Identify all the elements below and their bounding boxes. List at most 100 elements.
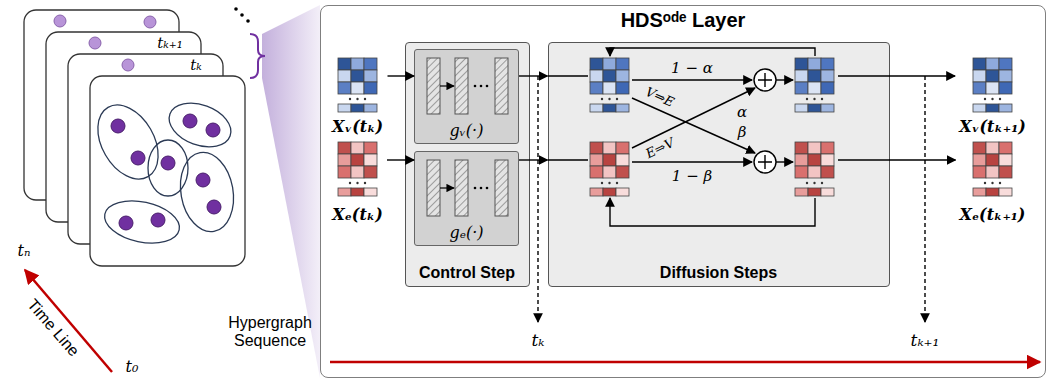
feature-matrix (338, 58, 377, 112)
vertex-dot (161, 156, 175, 170)
vector-cell (973, 104, 986, 112)
vector-cell (808, 104, 821, 112)
time-label: tₖ (188, 56, 204, 74)
matrix-cell (808, 166, 821, 178)
art-shape (24, 10, 245, 266)
node-label: gₑ(·) (449, 223, 483, 242)
art-shape (758, 73, 772, 87)
art-shape (754, 69, 776, 173)
art-shape (776, 79, 793, 80)
layer-bar (427, 160, 440, 216)
art-shape (234, 7, 238, 11)
matrix-cell (795, 154, 808, 166)
node-label: Xₑ(tₖ) (332, 205, 382, 224)
matrix-cell (821, 82, 834, 94)
matrix-cell (973, 166, 986, 178)
art-shape (754, 151, 776, 173)
matrix-cell (821, 70, 834, 82)
group-caption: Hypergraph Sequence (224, 314, 316, 350)
art-shape (250, 34, 265, 78)
matrix-cell (999, 154, 1012, 166)
connector-arrow (388, 75, 415, 76)
matrix-cell (616, 142, 629, 154)
ellipsis-dot (349, 182, 351, 184)
ellipsis-dot (356, 98, 358, 100)
ellipsis-dot (984, 182, 986, 184)
art-shape (754, 69, 776, 91)
ellipsis-dot (356, 182, 358, 184)
vector-cell (973, 188, 986, 196)
weight-label: α (735, 103, 749, 121)
art-shape (758, 155, 772, 169)
feature-matrix (973, 58, 1012, 112)
hyperedge (101, 195, 184, 250)
ellipsis-dot (364, 182, 366, 184)
matrix-cell (364, 70, 377, 82)
matrix-cell (616, 82, 629, 94)
matrix-cell (821, 58, 834, 70)
vector-cell (364, 104, 377, 112)
matrix-cell (364, 154, 377, 166)
hyperedge (148, 140, 188, 196)
matrix-cell (973, 154, 986, 166)
feature-matrix (795, 58, 834, 112)
art-shape (632, 79, 752, 80)
art-shape (838, 75, 890, 76)
vertex-dot (131, 151, 145, 165)
matrix-cell (603, 154, 616, 166)
matrix-cell (973, 70, 986, 82)
matrix-cell (986, 82, 999, 94)
layer-bar (495, 58, 508, 114)
matrix-cell (590, 166, 603, 178)
layer-bar (427, 58, 440, 114)
matrix-cell (338, 58, 351, 70)
vector-cell (795, 104, 808, 112)
matrix-cell (795, 58, 808, 70)
panel-title: HDSᵒᵈᵉ Layer (621, 9, 746, 32)
ellipsis-dot (806, 182, 808, 184)
vector-cell (603, 188, 616, 196)
matrix-cell (351, 82, 364, 94)
ellipsis-dot (480, 187, 483, 190)
hyperedge (174, 148, 239, 236)
vertex-dot (89, 37, 101, 49)
vertex-dot (122, 59, 134, 71)
vertex-dot (54, 15, 66, 27)
ellipsis-dot (616, 98, 618, 100)
matrix-cell (616, 154, 629, 166)
ellipsis-dot (984, 98, 986, 100)
matrix-cell (603, 58, 616, 70)
vertex-dot (144, 16, 156, 28)
node-label: Control Step (419, 264, 515, 282)
art-shape (610, 48, 815, 56)
matrix-cell (808, 58, 821, 70)
matrix-cell (795, 70, 808, 82)
vertex-dot (151, 213, 165, 227)
vector-cell (616, 104, 629, 112)
matrix-cell (795, 166, 808, 178)
ellipsis-dot (349, 98, 351, 100)
matrix-cell (821, 154, 834, 166)
ellipsis-dot (486, 85, 489, 88)
feature-matrix (795, 142, 834, 196)
hyperedge (85, 94, 170, 189)
matrix-cell (986, 58, 999, 70)
ellipsis-dot (608, 98, 610, 100)
art-shape (838, 159, 890, 160)
ellipsis-dot (991, 98, 993, 100)
direction-label: E⇒V (642, 134, 679, 162)
vector-cell (999, 188, 1012, 196)
matrix-cell (986, 70, 999, 82)
hypergraph-card (90, 76, 245, 266)
ellipsis-dot (364, 98, 366, 100)
ellipsis-dot (474, 187, 477, 190)
matrix-cell (590, 154, 603, 166)
axis-label: Time Line (22, 294, 84, 361)
matrix-cell (351, 58, 364, 70)
matrix-cell (364, 166, 377, 178)
art-shape (330, 361, 1040, 364)
node-label: gᵥ(·) (450, 121, 484, 140)
layer-bar (455, 160, 468, 216)
